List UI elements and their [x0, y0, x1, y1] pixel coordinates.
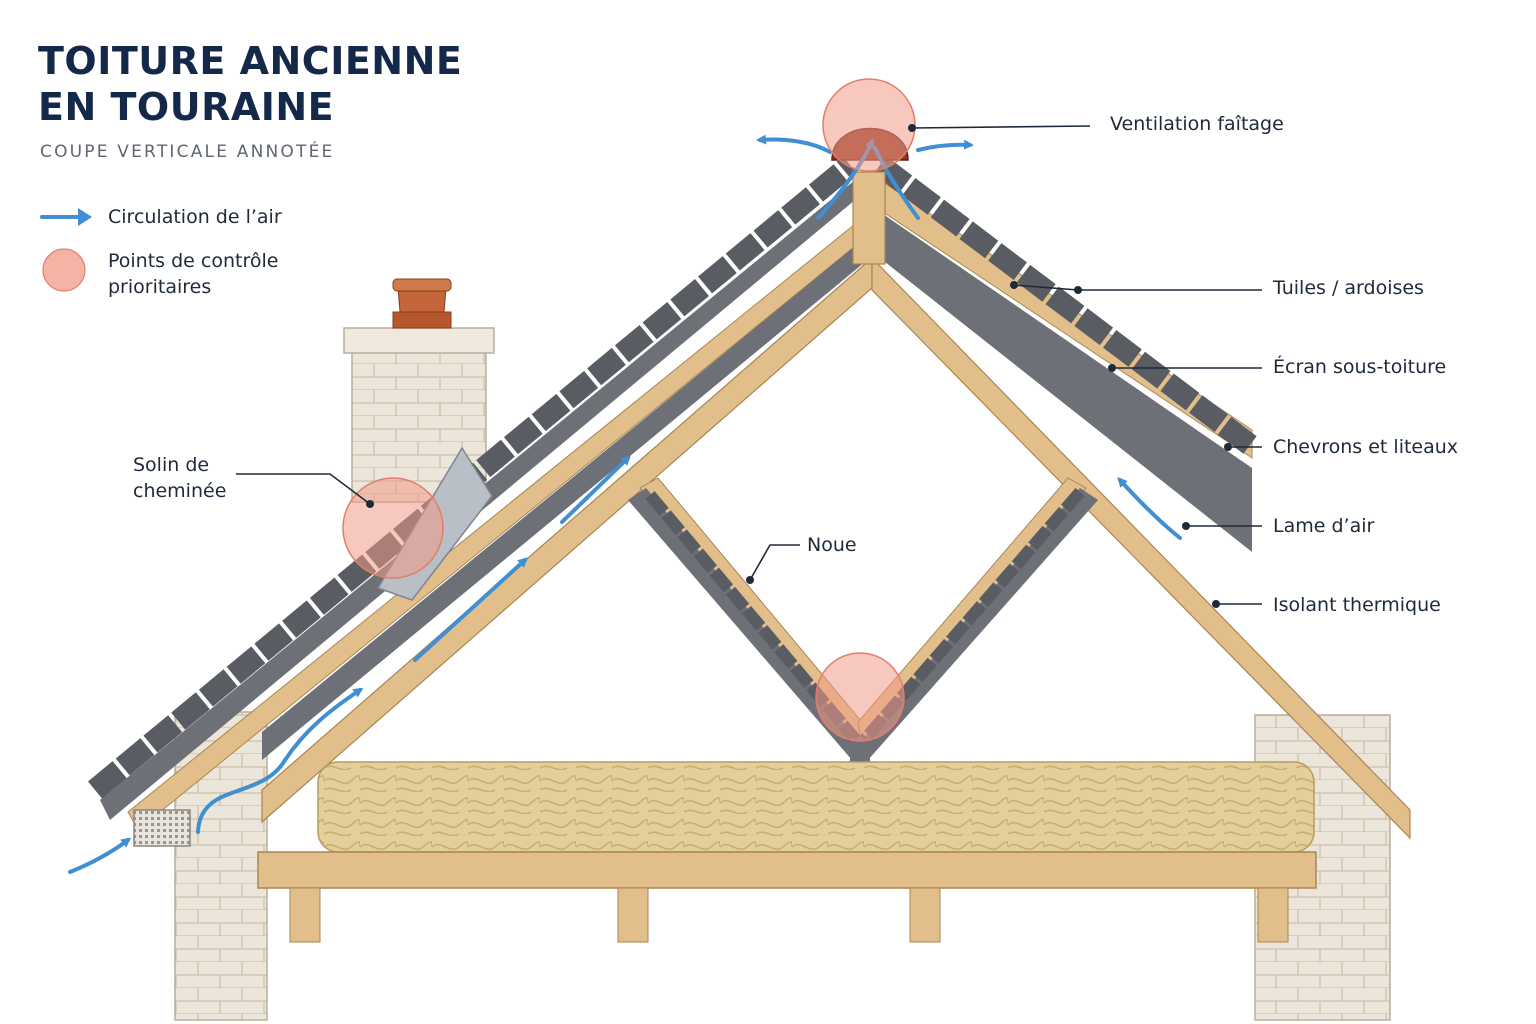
label-air-gap: Lame d’air [1273, 515, 1375, 537]
chimney [343, 278, 495, 503]
control-point-chimney [342, 477, 444, 579]
insulation-layer [317, 761, 1315, 853]
control-point-valley [815, 652, 905, 742]
page-subtitle: COUPE VERTICALE ANNOTÉE [40, 142, 335, 162]
legend-control-line-1: Points de contrôle [108, 250, 279, 272]
right-roof-slope [871, 156, 1411, 840]
label-rafters: Chevrons et liteaux [1273, 436, 1459, 458]
label-underlay: Écran sous-toiture [1273, 356, 1447, 378]
air-arrow-exhaust-left [756, 134, 832, 154]
leader-lines [236, 125, 1262, 605]
page-title: TOITURE ANCIENNE EN TOURAINE [38, 38, 462, 130]
label-chimney-flashing-line-1: Solin de [133, 454, 210, 476]
label-insulation: Isolant thermique [1273, 594, 1441, 616]
soffit-vent [133, 809, 191, 847]
title-line-1: TOITURE ANCIENNE [38, 39, 463, 83]
air-arrow-soffit [196, 687, 364, 834]
leader-dots [366, 124, 1232, 608]
joists [289, 887, 1289, 943]
legend-control-points-label: Points de contrôle prioritaires [108, 248, 278, 300]
control-points [342, 78, 916, 742]
label-ridge-ventilation: Ventilation faîtage [1110, 113, 1284, 135]
valley-assembly [628, 477, 1098, 768]
air-arrow-rise-1 [413, 557, 528, 662]
legend-control-points: Points de contrôle prioritaires [40, 248, 278, 300]
label-tiles: Tuiles / ardoises [1273, 277, 1424, 299]
legend-control-line-2: prioritaires [108, 276, 212, 298]
label-chimney-flashing-line-2: cheminée [133, 480, 227, 502]
circle-icon [42, 248, 86, 292]
legend-airflow-label: Circulation de l’air [108, 206, 282, 228]
legend-airflow: Circulation de l’air [40, 204, 282, 230]
control-point-ridge [822, 78, 916, 172]
air-arrow-intake [68, 837, 132, 874]
air-arrow-exhaust-right [916, 139, 974, 152]
label-valley: Noue [807, 534, 857, 556]
arrow-right-icon [40, 208, 92, 226]
chimney-pot [392, 278, 452, 329]
air-arrow-rise-2 [560, 455, 631, 524]
ridge-post [852, 171, 886, 265]
label-chimney-flashing: Solin de cheminée [133, 452, 226, 504]
floor-beam [257, 851, 1317, 889]
title-line-2: EN TOURAINE [38, 85, 335, 129]
air-arrow-right-slope [1117, 477, 1182, 540]
